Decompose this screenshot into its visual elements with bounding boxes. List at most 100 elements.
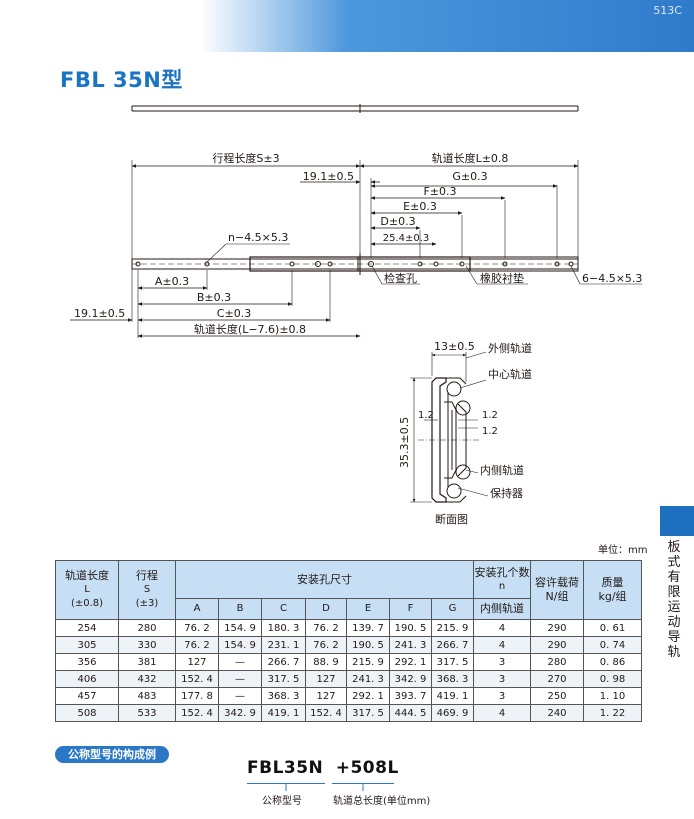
table-cell: 342. 9 <box>218 704 262 722</box>
table-cell: 1. 22 <box>583 704 642 722</box>
table-cell: 3 <box>473 670 531 688</box>
col-hole-count: 安装孔个数 n <box>473 560 531 599</box>
table-cell: 0. 61 <box>583 619 642 637</box>
table-cell: 152. 4 <box>175 670 219 688</box>
example-length-label: 轨道总长度(单位mm) <box>333 796 431 807</box>
table-cell: 457 <box>55 687 119 705</box>
dim-b: B±0.3 <box>197 291 231 304</box>
rail-drawing: 行程长度S±3 轨道长度L±0.8 19.1±0.5 G±0.3 F±0.3 E… <box>70 104 642 526</box>
table-cell: 127 <box>305 670 347 688</box>
dim-bottom-offset: 19.1±0.5 <box>74 307 125 320</box>
table-cell: 76. 2 <box>175 619 219 637</box>
table-cell: 154. 9 <box>218 619 262 637</box>
label-check-hole: 检查孔 <box>384 271 417 285</box>
col-b: B <box>218 598 262 620</box>
col-a: A <box>175 598 219 620</box>
dim-top-offset: 19.1±0.5 <box>303 170 354 183</box>
dim-section-height: 35.3±0.5 <box>398 417 411 468</box>
table-cell: 508 <box>55 704 119 722</box>
side-tab-label: 板式有限运动导轨 <box>667 540 681 660</box>
example-model-label: 公称型号 <box>262 796 302 807</box>
table-cell: 393. 7 <box>389 687 432 705</box>
table-cell: 292. 1 <box>346 687 390 705</box>
table-cell: 280 <box>530 653 584 671</box>
table-cell: 180. 3 <box>261 619 306 637</box>
col-e: E <box>346 598 390 620</box>
spec-table: 轨道长度 L (±0.8) 行程 S (±3) 安装孔尺寸 安装孔个数 n 容许… <box>55 560 642 722</box>
col-d: D <box>305 598 347 620</box>
table-cell: 368. 3 <box>261 687 306 705</box>
table-cell: 3 <box>473 653 531 671</box>
table-cell: — <box>218 670 262 688</box>
col-load: 容许载荷 N/组 <box>530 560 584 620</box>
table-cell: 356 <box>55 653 119 671</box>
table-cell: 241. 3 <box>389 636 432 654</box>
section-caption: 断面图 <box>435 512 468 526</box>
table-cell: 469. 9 <box>431 704 474 722</box>
table-cell: 0. 74 <box>583 636 642 654</box>
table-cell: 305 <box>55 636 119 654</box>
table-cell: 190. 5 <box>346 636 390 654</box>
table-cell: 231. 1 <box>261 636 306 654</box>
table-cell: 215. 9 <box>431 619 474 637</box>
table-cell: 368. 3 <box>431 670 474 688</box>
col-g: G <box>431 598 474 620</box>
table-cell: 280 <box>118 619 176 637</box>
label-retainer: 保持器 <box>490 486 523 500</box>
table-cell: 533 <box>118 704 176 722</box>
table-cell: 432 <box>118 670 176 688</box>
rail-top-view <box>131 104 579 113</box>
table-cell: 317. 5 <box>346 704 390 722</box>
col-rail-length: 轨道长度 L (±0.8) <box>55 560 119 620</box>
table-cell: 152. 4 <box>175 704 219 722</box>
table-cell: 292. 1 <box>389 653 432 671</box>
table-cell: 4 <box>473 704 531 722</box>
table-cell: 76. 2 <box>305 636 347 654</box>
table-cell: 317. 5 <box>261 670 306 688</box>
dim-n-holes: n−4.5×5.3 <box>228 231 288 244</box>
col-mass: 质量 kg/组 <box>583 560 642 620</box>
table-cell: — <box>218 653 262 671</box>
table-cell: 419. 1 <box>431 687 474 705</box>
table-cell: 4 <box>473 636 531 654</box>
table-cell: 406 <box>55 670 119 688</box>
table-cell: 444. 5 <box>389 704 432 722</box>
header-band <box>200 0 694 52</box>
table-cell: 317. 5 <box>431 653 474 671</box>
table-cell: 1. 10 <box>583 687 642 705</box>
table-cell: 76. 2 <box>305 619 347 637</box>
table-cell: 419. 1 <box>261 704 306 722</box>
table-cell: 270 <box>530 670 584 688</box>
dim-stroke: 行程长度S±3 <box>212 151 279 165</box>
table-cell: 190. 5 <box>389 619 432 637</box>
table-cell: 0. 86 <box>583 653 642 671</box>
dim-d: D±0.3 <box>380 215 415 228</box>
table-cell: 3 <box>473 687 531 705</box>
dim-a: A±0.3 <box>155 275 189 288</box>
col-f: F <box>389 598 432 620</box>
cross-section <box>418 377 480 503</box>
example-model: FBL35N <box>247 758 324 778</box>
unit-label: 单位：mm <box>598 545 648 556</box>
dim-c: C±0.3 <box>217 307 251 320</box>
col-inner-rail: 内侧轨道 <box>473 598 531 620</box>
dim-section-width: 13±0.5 <box>434 340 475 353</box>
table-cell: 483 <box>118 687 176 705</box>
table-cell: 127 <box>305 687 347 705</box>
table-cell: 127 <box>175 653 219 671</box>
side-tab-marker <box>660 506 694 536</box>
table-cell: 240 <box>530 704 584 722</box>
dim-rail-length: 轨道长度L±0.8 <box>432 151 509 165</box>
label-center-rail: 中心轨道 <box>488 367 532 381</box>
table-cell: 0. 98 <box>583 670 642 688</box>
table-cell: 152. 4 <box>305 704 347 722</box>
dim-g: G±0.3 <box>452 170 487 183</box>
page-code: 513C <box>653 4 682 17</box>
table-cell: 139. 7 <box>346 619 390 637</box>
